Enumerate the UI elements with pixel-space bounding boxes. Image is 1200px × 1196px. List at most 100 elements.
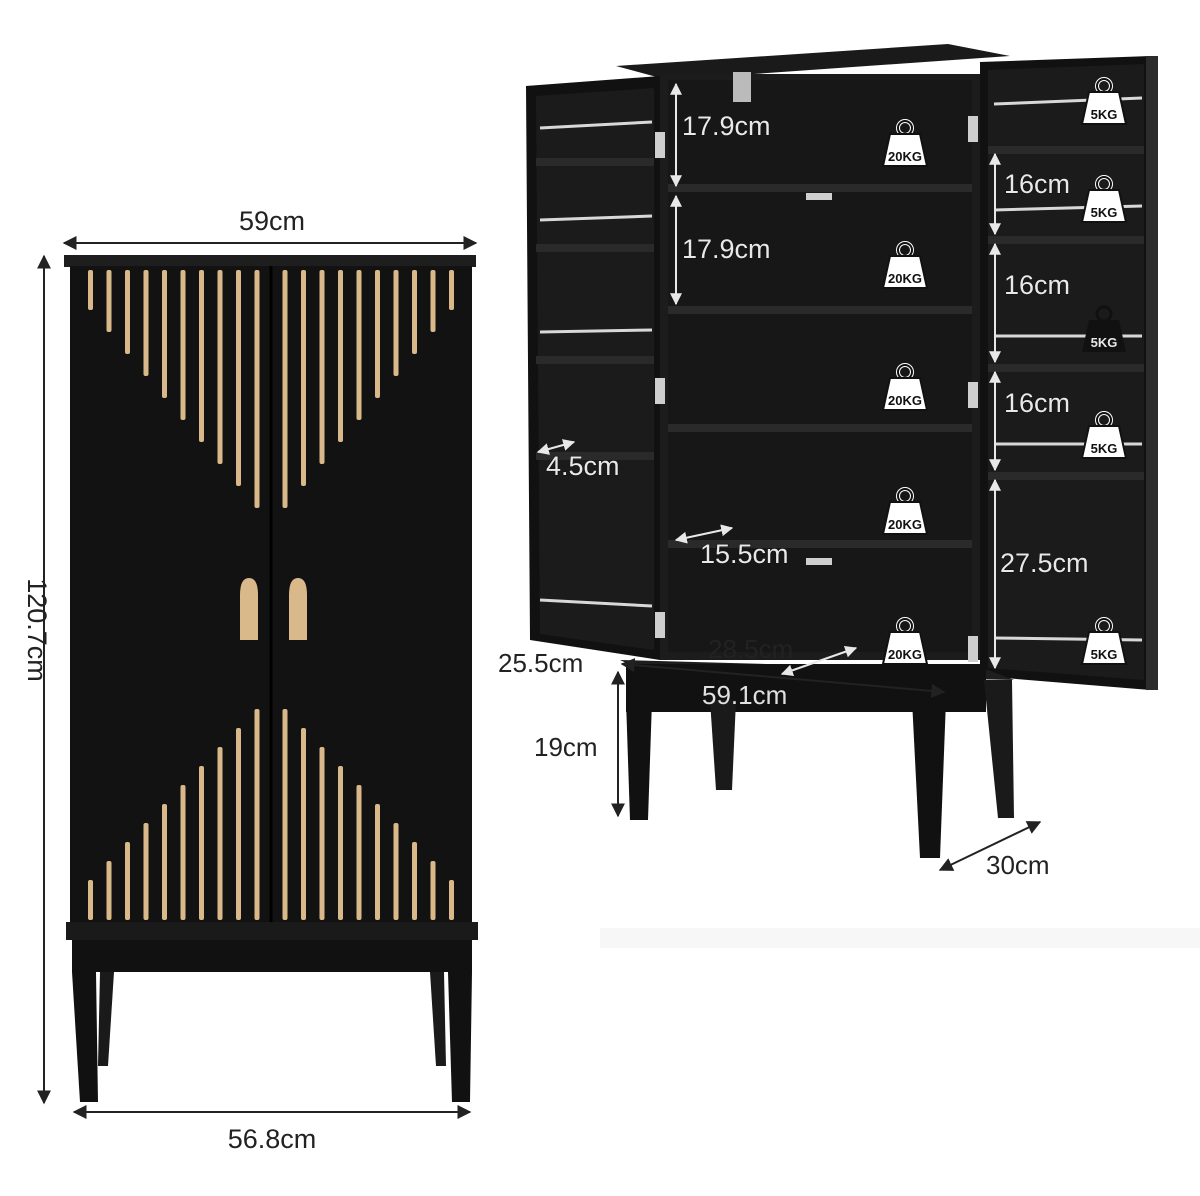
gold-stripe [199,270,204,442]
open-leg-front-right [912,700,946,858]
gold-stripe [338,766,343,920]
door-shelf-height-4: 27.5cm [1000,548,1089,578]
closed-cabinet [64,255,478,1102]
back-left-leg [98,972,114,1066]
svg-text:20KG: 20KG [888,149,922,164]
leg-height-label: 19cm [534,732,598,762]
open-leg-back-left [710,700,736,790]
gold-stripe [217,747,223,920]
gold-stripe [106,270,112,332]
left-door-rails [539,120,653,608]
gold-stripe [393,270,399,376]
open-leg-front-left [626,700,652,820]
open-interior [668,80,972,652]
back-right-leg [430,972,446,1066]
gold-stripe [125,842,130,920]
door-shelf-height-1: 16cm [1004,169,1070,199]
svg-text:20KG: 20KG [888,393,922,408]
front-right-leg [448,972,472,1102]
gold-stripe [236,728,241,920]
load-icons: 20KG 20KG 20KG 20KG 20KG 5KG 5KG 5KG 5KG… [881,77,1128,666]
gold-stripe [356,785,362,920]
svg-text:20KG: 20KG [888,647,922,662]
base-rail [66,922,478,940]
overall-width-label: 59.1cm [702,680,787,710]
gold-stripe [282,709,288,920]
interior-shelves [668,184,972,548]
open-dimension-lines [536,82,1042,871]
gold-stripe [338,270,343,442]
door-shelf-depth-label: 4.5cm [546,451,620,481]
weight-icon: 20KG [881,241,929,290]
anti-tip-bracket [733,72,751,102]
gold-stripe [412,842,417,920]
open-dimension-labels: 17.9cm 17.9cm 16cm 16cm 16cm 27.5cm 4.5c… [498,110,1089,880]
weight-icon: 20KG [881,487,929,536]
gold-stripe [180,270,186,420]
door-shelf-height-2: 16cm [1004,270,1070,300]
svg-text:20KG: 20KG [888,271,922,286]
gold-stripe [301,728,306,920]
cabinet-top [64,255,476,267]
width-bottom-label: 56.8cm [228,1124,317,1154]
gold-stripe [180,785,186,920]
weight-icon: 5KG [1080,305,1128,354]
base-apron [72,940,472,972]
gold-stripe [162,804,167,920]
svg-text:20KG: 20KG [888,517,922,532]
inner-shelf-depth-label: 15.5cm [700,539,789,569]
front-left-leg [72,972,98,1102]
gold-stripe [217,270,223,464]
left-door-inner [536,88,654,650]
gold-stripe [254,709,260,920]
gold-stripe [162,270,167,398]
weight-icon: 20KG [881,617,929,666]
gold-stripe [301,270,306,486]
gold-stripe [143,270,149,376]
closed-dimensions: 59cm 120.7cm 56.8cm [22,206,478,1154]
gold-stripe [88,270,93,310]
shelf-clip [806,558,832,565]
gold-stripe [319,270,325,464]
gold-stripes-bottom [88,709,454,920]
weight-icon: 20KG [881,363,929,412]
gold-stripe [412,270,417,354]
open-top-panel [616,44,1010,80]
svg-text:5KG: 5KG [1091,107,1118,122]
gold-stripe [375,270,380,398]
shelf-clip [806,193,832,200]
gold-stripe [393,823,399,920]
weight-icon: 5KG [1080,617,1128,666]
gold-stripe [430,270,436,332]
left-door-shelves [536,158,654,460]
gold-stripe [282,270,288,508]
svg-text:5KG: 5KG [1091,335,1118,350]
width-top-label: 59cm [239,206,305,236]
weight-icon: 5KG [1080,411,1128,460]
gold-stripe [449,270,454,310]
gold-stripe [319,747,325,920]
height-label: 120.7cm [22,578,52,682]
gold-stripe [88,880,93,920]
center-shelf-height-1: 17.9cm [682,111,771,141]
gold-stripe [430,861,436,920]
gold-stripe [356,270,362,420]
gold-stripe [106,861,112,920]
center-shelf-height-2: 17.9cm [682,234,771,264]
gold-stripe [125,270,130,354]
door-shelf-height-3: 16cm [1004,388,1070,418]
weight-icon: 5KG [1080,175,1128,224]
gold-stripes-top [88,270,454,508]
gold-stripe [199,766,204,920]
weight-icon: 20KG [881,119,929,168]
inner-depth-label: 28.5cm [708,634,793,664]
gold-stripe [375,804,380,920]
right-handle [289,578,307,640]
right-door-edge [1146,56,1158,690]
svg-text:5KG: 5KG [1091,441,1118,456]
hinges [655,116,978,662]
gold-stripe [143,823,149,920]
gold-stripe [254,270,260,508]
gold-stripe [236,270,241,486]
